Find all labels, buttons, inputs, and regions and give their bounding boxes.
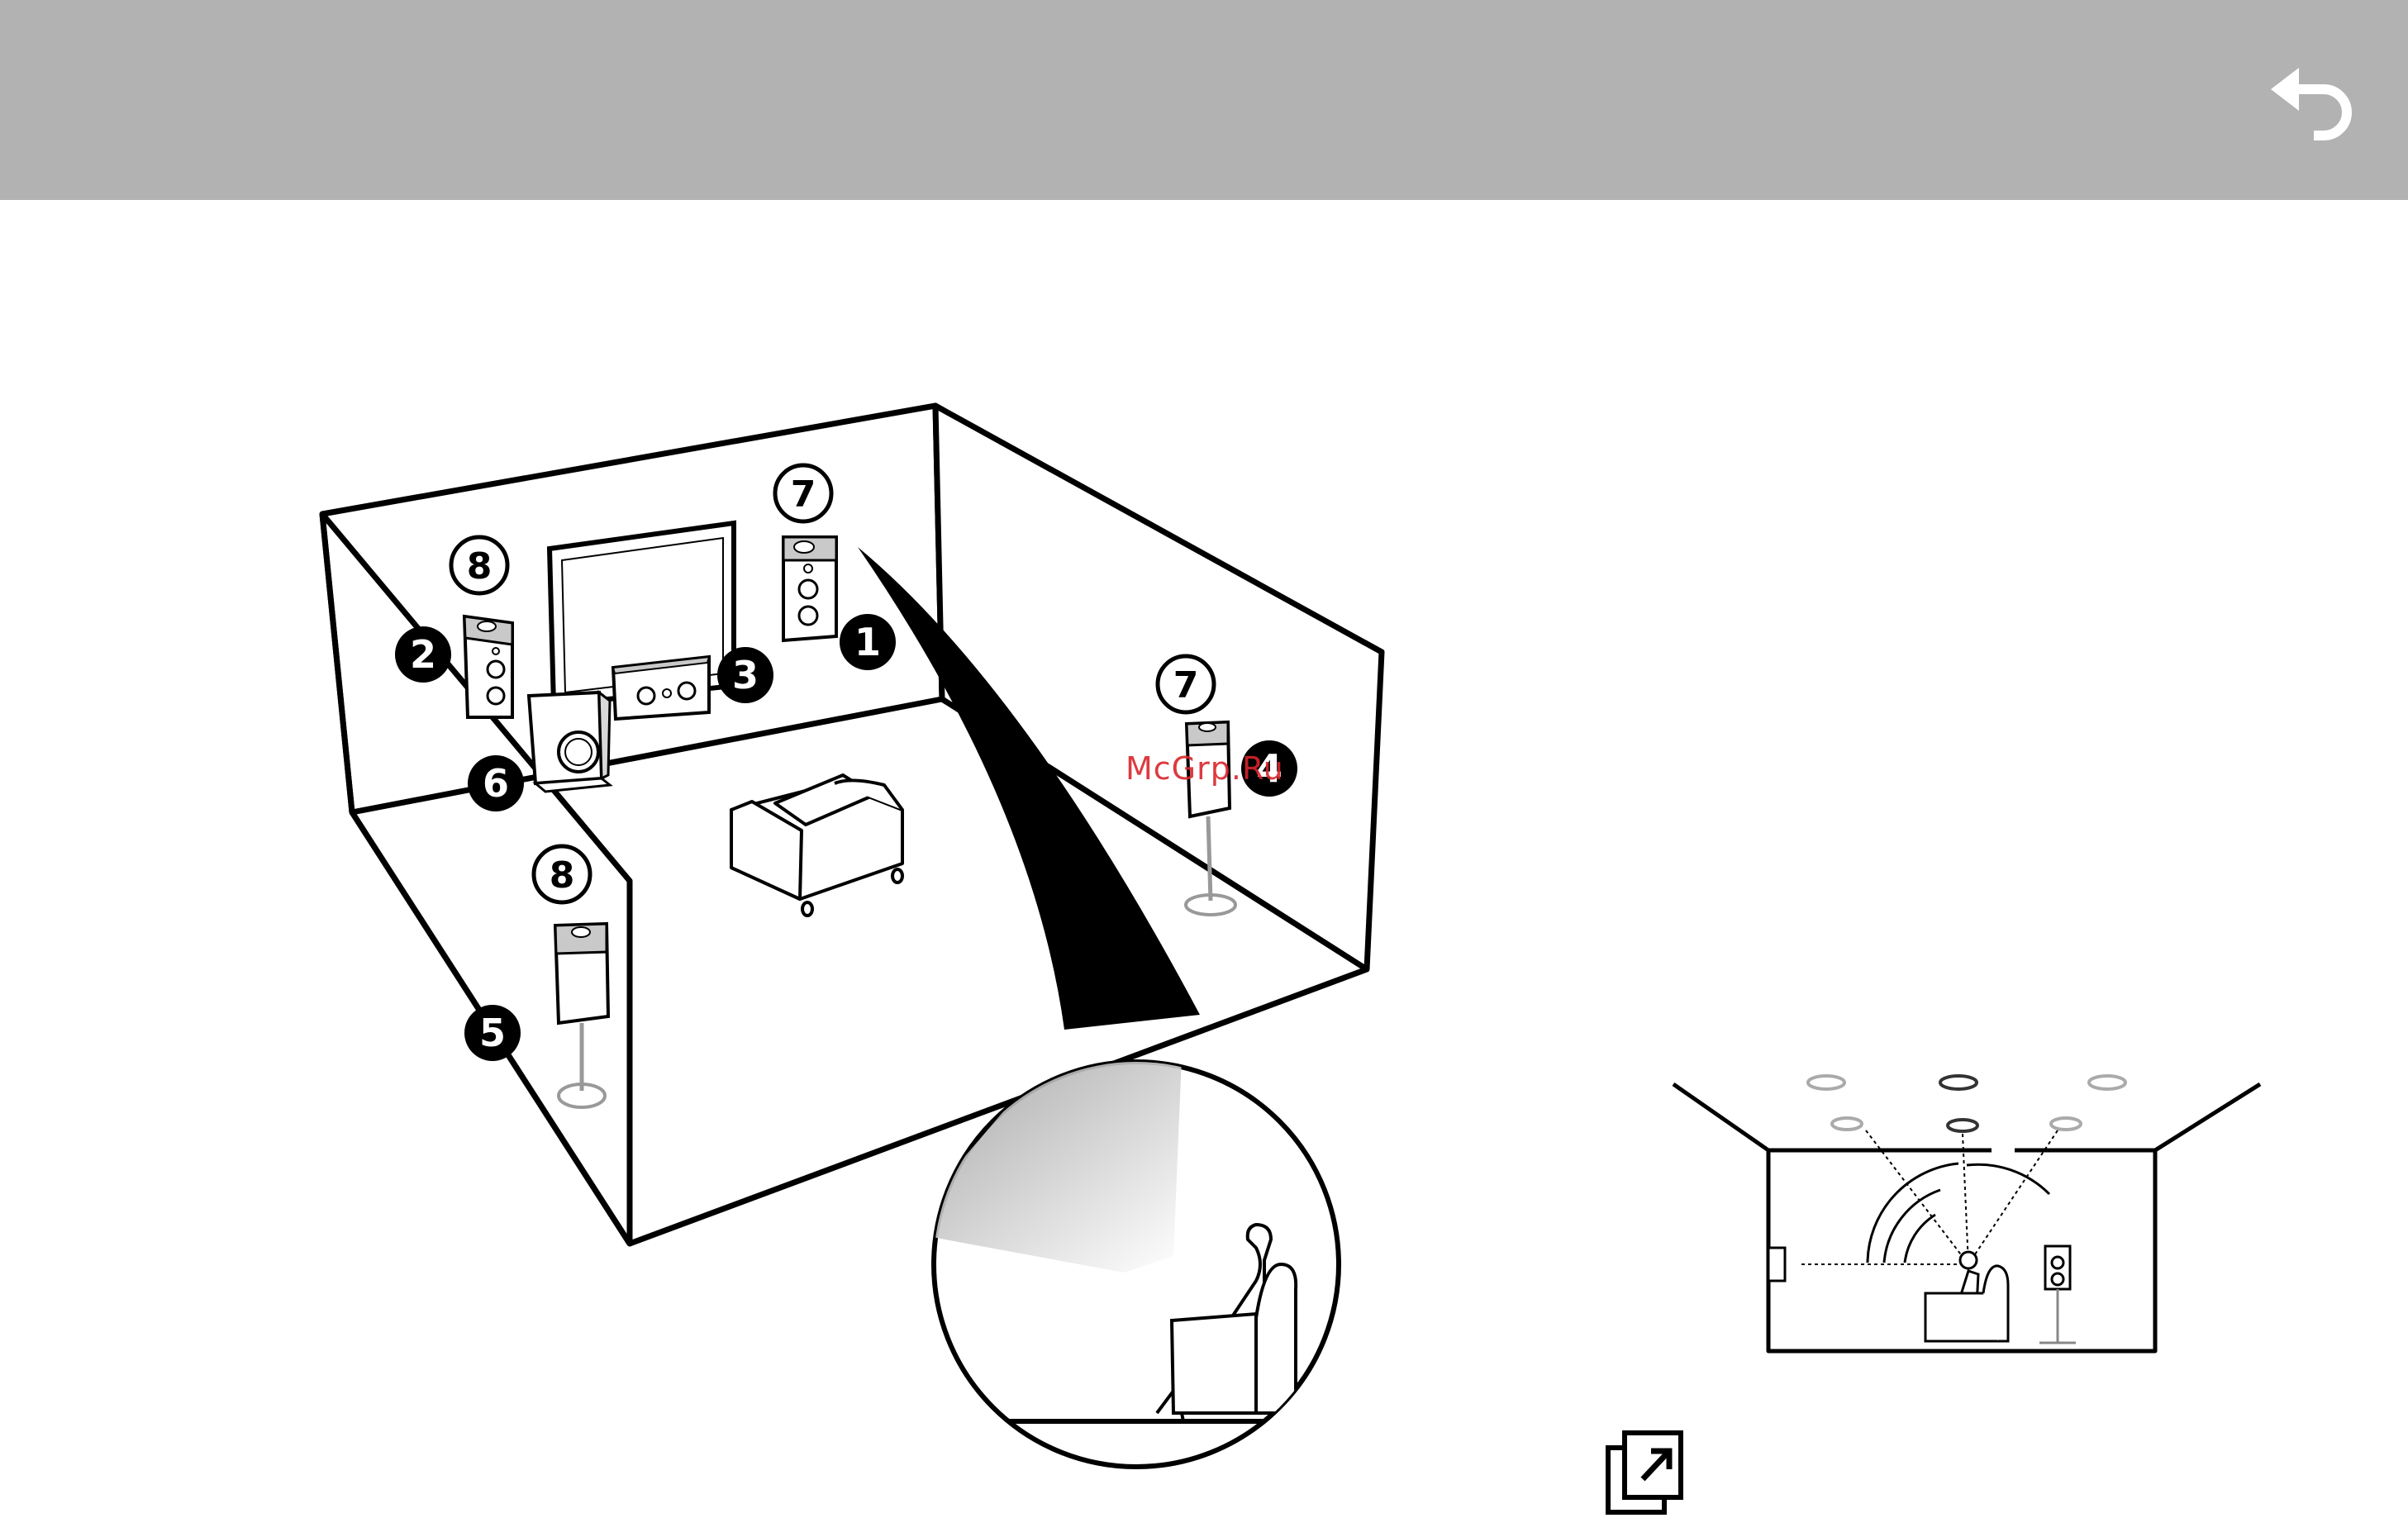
svg-text:1: 1: [854, 620, 881, 664]
svg-text:5: 5: [479, 1011, 506, 1055]
ceiling-placement-diagram: [1661, 1058, 2272, 1363]
svg-text:3: 3: [732, 653, 759, 697]
undo-arrow-icon: [2264, 58, 2355, 140]
header-bar: [0, 0, 2408, 200]
seated-listener: [1925, 1252, 2008, 1341]
external-link-button[interactable]: [1603, 1430, 1686, 1520]
svg-text:7: 7: [1173, 664, 1199, 707]
svg-text:7: 7: [791, 473, 816, 516]
svg-text:8: 8: [467, 545, 493, 588]
surround-left-speaker: [555, 924, 608, 1107]
svg-text:2: 2: [410, 632, 436, 677]
external-link-icon: [1603, 1430, 1686, 1520]
watermark-text: McGrp.Ru: [1125, 750, 1284, 787]
ceiling-speaker-icons: [1808, 1076, 2125, 1131]
front-left-speaker: [464, 616, 512, 717]
surround-left-number-badge: 5: [464, 1005, 521, 1061]
svg-text:8: 8: [550, 854, 575, 897]
height-right-front-label: 7: [775, 465, 831, 521]
sofa: [731, 775, 902, 916]
center-number-badge: 3: [717, 647, 773, 703]
svg-text:6: 6: [483, 761, 509, 806]
room-illustration: 1 7 2 8 3 6: [306, 388, 1397, 1504]
zoom-detail: [884, 1049, 1380, 1467]
back-button[interactable]: [2264, 58, 2355, 140]
height-right-side-label: 7: [1158, 656, 1214, 712]
center-speaker: [613, 657, 709, 719]
subwoofer-number-badge: 6: [468, 755, 524, 811]
front-right-speaker: [783, 537, 836, 640]
floor-speaker: [2039, 1246, 2076, 1343]
height-left-front-label: 8: [451, 537, 507, 593]
height-left-side-label: 8: [534, 846, 590, 902]
front-left-number-badge: 2: [395, 626, 451, 683]
subwoofer: [529, 692, 610, 792]
front-right-number-badge: 1: [840, 614, 896, 670]
